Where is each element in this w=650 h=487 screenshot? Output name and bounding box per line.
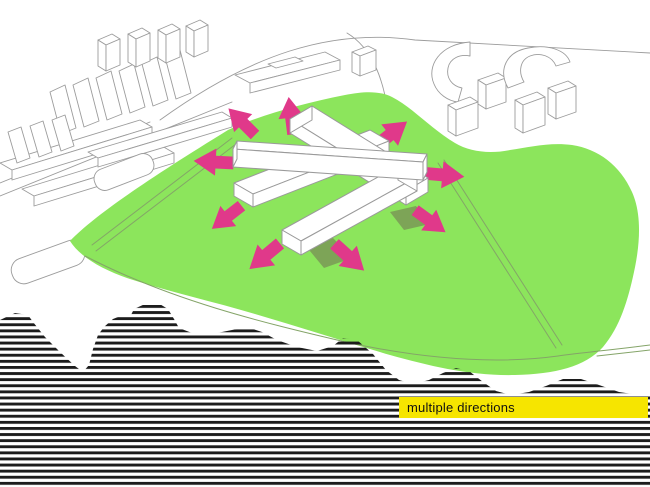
tower-blocks (97, 19, 209, 72)
curved-building (431, 41, 471, 103)
curved-building-prongs (447, 72, 507, 137)
row-of-slabs (49, 49, 192, 135)
row-of-slabs (7, 114, 75, 164)
curved-building (503, 46, 571, 89)
building-bar-long-horizontal (232, 140, 428, 181)
long-building-complex (234, 45, 377, 94)
caption-text: multiple directions (407, 400, 515, 415)
sea-stripes (0, 303, 650, 487)
caption-bar: multiple directions (399, 397, 648, 418)
curved-building-prongs (514, 80, 577, 134)
context-city-wireframe (0, 19, 650, 285)
curved-buildings-wireframe (431, 41, 577, 137)
street-curve (159, 36, 650, 121)
street-island (93, 153, 155, 191)
slab-building (0, 119, 153, 181)
building-bars (232, 105, 429, 256)
